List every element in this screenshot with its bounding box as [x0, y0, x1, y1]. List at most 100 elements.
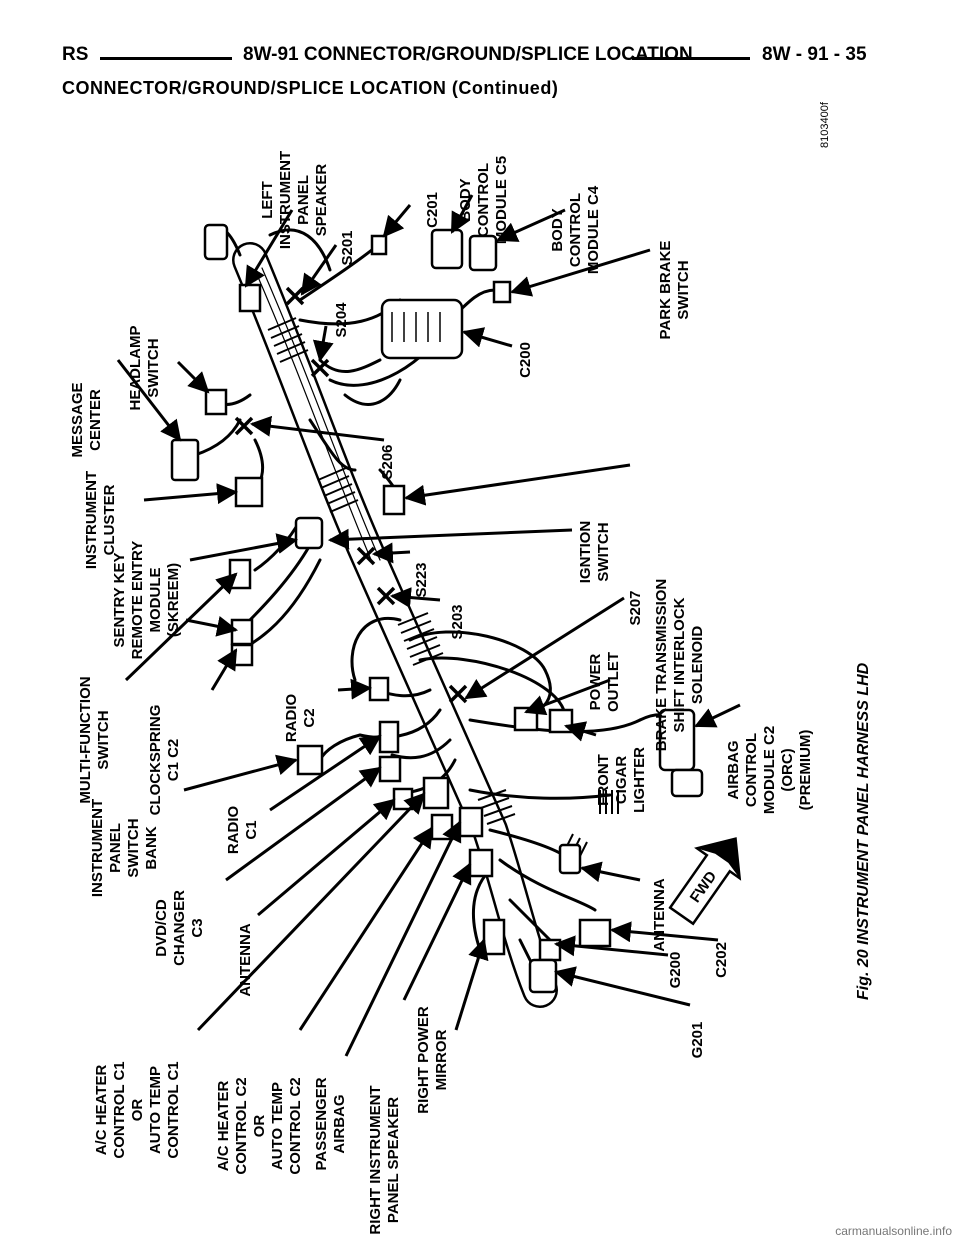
label-left-instrument-panel-speaker-line-0: LEFT: [259, 181, 276, 219]
connector-clockspring-c2: [230, 643, 254, 667]
label-sentry-key-line-0: SENTRY KEY: [111, 552, 128, 647]
connector-ac-heater-c1: [422, 776, 450, 810]
label-passenger-airbag: PASSENGERAIRBAG: [313, 1077, 348, 1170]
connector-clockspring-c1: [230, 618, 254, 646]
label-clockspring-line-0: CLOCKSPRING: [147, 705, 164, 816]
connector-skreem: [294, 516, 324, 550]
label-front-cigar-lighter-line-1: CIGAR: [613, 756, 630, 805]
label-multi-function-switch: MULTI-FUNCTIONSWITCH: [77, 676, 112, 803]
label-message-center-line-0: MESSAGE: [69, 382, 86, 457]
label-bcm-c4-line-0: BODY: [549, 208, 566, 251]
label-airbag-control-module-line-3: (ORC): [779, 748, 796, 791]
label-instrument-panel-switch-bank: INSTRUMENTPANELSWITCHBANK: [89, 799, 160, 897]
label-ac-heater-c2-line-0: A/C HEATER: [215, 1081, 232, 1172]
label-instrument-panel-switch-bank-line-3: BANK: [143, 826, 160, 869]
label-c201: C201: [424, 192, 441, 228]
label-right-instrument-panel-speaker-line-0: RIGHT INSTRUMENT: [367, 1085, 384, 1234]
label-bcm-c5-line-1: CONTROL: [475, 163, 492, 237]
label-headlamp-switch-line-1: SWITCH: [145, 338, 162, 397]
fwd-arrow: FWD: [668, 837, 742, 926]
label-airbag-control-module-line-2: MODULE C2: [761, 726, 778, 814]
label-s201: S201: [339, 230, 356, 265]
label-ac-heater-c1: A/C HEATERCONTROL C1ORAUTO TEMPCONTROL C…: [93, 1061, 182, 1158]
label-g200-line-0: G200: [667, 952, 684, 989]
label-ac-heater-c1-line-2: OR: [129, 1099, 146, 1122]
connector-passenger-airbag: [458, 806, 484, 838]
label-ignition-switch: IGNTIONSWITCH: [577, 521, 612, 584]
label-airbag-control-module-line-4: (PREMIUM): [797, 730, 814, 811]
connector-message-center: [170, 438, 200, 482]
label-s206-line-0: S206: [379, 444, 396, 479]
page-header: RS 8W-91 CONNECTOR/GROUND/SPLICE LOCATIO…: [0, 44, 960, 74]
label-airbag-control-module: AIRBAGCONTROLMODULE C2(ORC)(PREMIUM): [725, 726, 814, 814]
connector-g201: [528, 958, 558, 994]
label-radio-c1-line-0: RADIO: [225, 806, 242, 855]
label-front-cigar-lighter-line-2: LIGHTER: [631, 747, 648, 813]
label-power-outlet: POWEROUTLET: [587, 652, 622, 712]
connector-instrument-cluster: [234, 476, 264, 508]
label-sentry-key: SENTRY KEYREMOTE ENTRYMODULE(SKREEM): [111, 541, 182, 660]
connector-left-speaker: [203, 223, 229, 261]
label-ac-heater-c1-line-1: CONTROL C1: [111, 1061, 128, 1158]
figure-code: 8103400f: [819, 101, 831, 148]
label-clockspring: CLOCKSPRINGC1 C2: [147, 705, 182, 816]
header-left: RS: [62, 44, 89, 65]
label-s204: S204: [333, 302, 350, 338]
label-c202: C202: [713, 942, 730, 978]
connector-c201: [370, 234, 388, 256]
connector-radio-c2: [368, 676, 390, 702]
connector-acm-plug: [670, 768, 704, 798]
connector-antenna-left: [392, 787, 414, 811]
label-instrument-cluster-line-0: INSTRUMENT: [83, 471, 100, 569]
label-multi-function-switch-line-1: SWITCH: [95, 710, 112, 769]
leader-lines: [116, 194, 741, 1057]
label-airbag-control-module-line-0: AIRBAG: [725, 740, 742, 799]
connector-btsi: [382, 484, 406, 516]
connector-switch-bank: [296, 744, 324, 776]
connector-multifunction: [228, 558, 252, 590]
label-left-instrument-panel-speaker-line-3: SPEAKER: [313, 164, 330, 237]
main-trunk-core: [234, 244, 556, 1006]
label-ignition-switch-line-0: IGNTION: [577, 521, 594, 584]
connector-right-speaker: [468, 848, 494, 878]
label-radio-c2-line-1: C2: [301, 708, 318, 727]
label-dvd-cd-changer-line-1: CHANGER: [171, 890, 188, 966]
label-g200: G200: [667, 952, 684, 989]
label-s223: S223: [413, 562, 430, 597]
header-rule-left: [100, 57, 232, 60]
label-instrument-cluster-line-1: CLUSTER: [101, 484, 118, 555]
label-headlamp-switch: HEADLAMPSWITCH: [127, 326, 162, 411]
tube-bands: [267, 317, 619, 859]
label-s207: S207: [627, 590, 644, 625]
label-front-cigar-lighter: FRONTCIGARLIGHTER: [595, 747, 648, 813]
label-ac-heater-c2-line-3: AUTO TEMP: [269, 1082, 286, 1170]
label-antenna-right-line-0: ANTENNA: [651, 878, 668, 951]
label-headlamp-switch-line-0: HEADLAMP: [127, 326, 144, 411]
label-s204-line-0: S204: [333, 302, 350, 338]
label-right-instrument-panel-speaker-line-1: PANEL SPEAKER: [385, 1097, 402, 1223]
connector-headlamp: [204, 388, 228, 416]
label-bcm-c5-line-0: BODY: [457, 178, 474, 221]
label-power-outlet-line-1: OUTLET: [605, 652, 622, 712]
label-right-instrument-panel-speaker: RIGHT INSTRUMENTPANEL SPEAKER: [367, 1085, 402, 1234]
label-power-outlet-line-0: POWER: [587, 654, 604, 711]
label-ac-heater-c1-line-0: A/C HEATER: [93, 1065, 110, 1156]
label-radio-c1: RADIOC1: [225, 806, 260, 855]
label-right-power-mirror: RIGHT POWERMIRROR: [415, 1006, 450, 1114]
label-right-power-mirror-line-0: RIGHT POWER: [415, 1006, 432, 1114]
connector-c202: [578, 918, 612, 948]
label-radio-c1-line-1: C1: [243, 820, 260, 839]
label-c202-line-0: C202: [713, 942, 730, 978]
connector-dvd: [378, 755, 402, 783]
label-bcm-c5: BODYCONTROLMODULE C5: [457, 156, 510, 244]
label-sentry-key-line-1: REMOTE ENTRY: [129, 541, 146, 660]
label-park-brake-switch-line-1: SWITCH: [675, 260, 692, 319]
label-brake-transmission-interlock-line-0: BRAKE TRANSMISSION: [653, 579, 670, 752]
label-message-center-line-1: CENTER: [87, 389, 104, 451]
figure-caption: Fig. 20 INSTRUMENT PANEL HARNESS LHD: [855, 662, 872, 1000]
label-c201-line-0: C201: [424, 192, 441, 228]
label-brake-transmission-interlock-line-2: SOLENOID: [689, 626, 706, 705]
splice-marks: [234, 286, 468, 704]
